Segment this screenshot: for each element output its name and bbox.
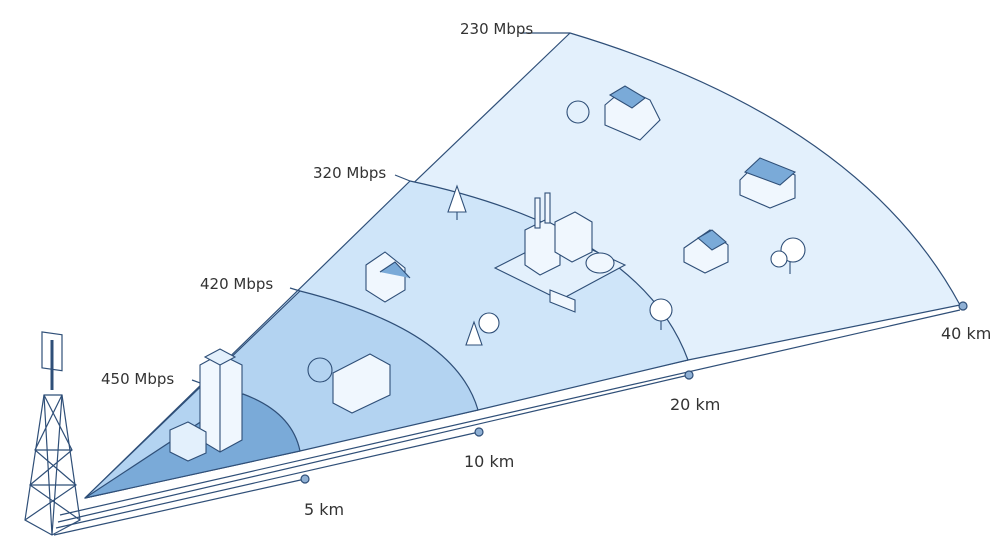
marker-20km [684, 370, 694, 380]
tree-icon [770, 237, 806, 274]
office-building-icon [307, 353, 391, 414]
distance-scale [53, 309, 961, 536]
distance-label-40km: 40 km [941, 324, 992, 343]
speed-label-450: 450 Mbps [101, 370, 175, 388]
factory-icon [493, 192, 627, 313]
cell-tower-icon [24, 331, 81, 536]
speed-label-320: 320 Mbps [313, 164, 387, 182]
marker-40km [958, 301, 968, 311]
tree-icon [465, 312, 500, 346]
house-icon [683, 229, 729, 274]
tree-icon [649, 298, 673, 330]
skyscraper-icon [199, 348, 243, 453]
house-icon [365, 251, 411, 303]
marker-10km [474, 427, 484, 437]
speed-label-420: 420 Mbps [200, 275, 274, 293]
distance-label-10km: 10 km [464, 452, 515, 471]
tree-icon [447, 184, 467, 220]
distance-label-20km: 20 km [670, 395, 721, 414]
house-icon [566, 85, 661, 141]
house-icon [739, 157, 797, 209]
speed-label-230: 230 Mbps [460, 20, 534, 38]
marker-5km [300, 474, 310, 484]
shop-icon [169, 421, 207, 462]
distance-label-5km: 5 km [304, 500, 345, 519]
